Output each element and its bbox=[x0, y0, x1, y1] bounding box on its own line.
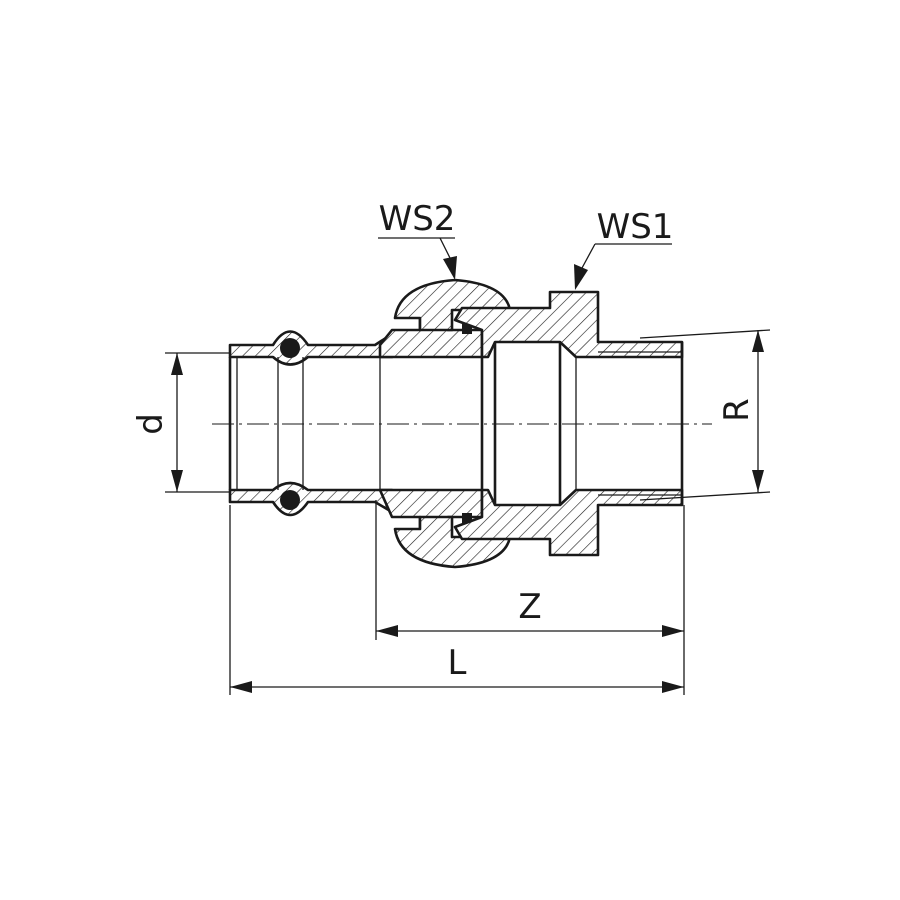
leader-ws1 bbox=[574, 243, 672, 290]
dimension-d bbox=[165, 352, 230, 493]
o-ring-bottom bbox=[280, 490, 300, 510]
dimension-Z bbox=[375, 500, 685, 695]
leader-ws2 bbox=[378, 237, 457, 280]
threaded-body bbox=[453, 290, 684, 557]
o-ring-top bbox=[280, 338, 300, 358]
seal-bottom bbox=[462, 513, 472, 525]
press-end-body bbox=[228, 330, 394, 517]
label-Z: Z bbox=[518, 587, 541, 627]
label-R: R bbox=[717, 398, 757, 422]
label-d: d bbox=[131, 413, 171, 435]
label-ws1: WS1 bbox=[597, 207, 674, 247]
label-ws2: WS2 bbox=[379, 199, 456, 239]
label-L: L bbox=[448, 643, 467, 683]
dimension-R bbox=[639, 329, 771, 501]
seal-top bbox=[462, 322, 472, 334]
dimension-L bbox=[229, 505, 684, 695]
